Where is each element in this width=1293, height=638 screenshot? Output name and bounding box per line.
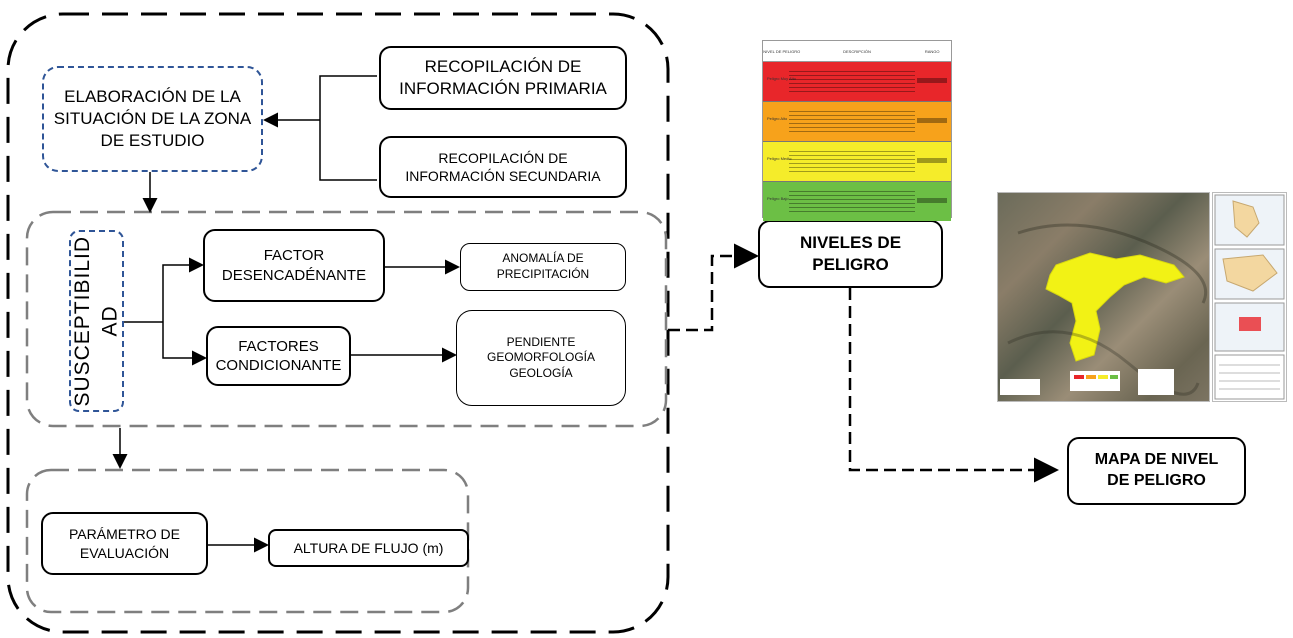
- factor-desencadenante-box: FACTOR DESENCADÉNANTE: [203, 229, 385, 302]
- hazard-table-row: Peligro Medio: [763, 142, 951, 182]
- hazard-level-label: Peligro Muy Alto: [767, 76, 796, 81]
- pendiente-label: PENDIENTE GEOMORFOLOGÍA GEOLOGÍA: [486, 334, 595, 380]
- anomalia-label: ANOMALÍA DE PRECIPITACIÓN: [496, 251, 590, 281]
- niveles-box: NIVELES DE PELIGRO: [758, 220, 943, 288]
- hazard-table-header-cell: RANGO: [924, 48, 940, 54]
- hazard-table-thumbnail: NIVEL DE PELIGRO DESCRIPCIÓN RANGO Pelig…: [762, 40, 952, 221]
- hazard-table-row: Peligro Alto: [763, 102, 951, 142]
- hazard-level-label: Peligro Medio: [767, 156, 792, 161]
- factor-desencadenante-label: FACTOR DESENCADÉNANTE: [221, 247, 367, 284]
- elaboracion-label: ELABORACIÓN DE LA SITUACIÓN DE LA ZONA D…: [53, 86, 252, 151]
- connector-frame-niveles: [668, 243, 759, 332]
- parametro-label: PARÁMETRO DE EVALUACIÓN: [69, 526, 180, 561]
- parametro-box: PARÁMETRO DE EVALUACIÓN: [41, 512, 208, 575]
- hazard-table-row: Peligro Bajo: [763, 182, 951, 221]
- hazard-level-label: Peligro Bajo: [767, 196, 789, 201]
- info-secundaria-label: RECOPILACIÓN DE INFORMACIÓN SECUNDARIA: [405, 149, 601, 184]
- niveles-label: NIVELES DE PELIGRO: [799, 232, 902, 274]
- hazard-table-row: Peligro Muy Alto: [763, 62, 951, 102]
- map-insets: [1214, 194, 1285, 400]
- hazard-zone-shape: [1000, 223, 1208, 396]
- hazard-table-header: NIVEL DE PELIGRO DESCRIPCIÓN RANGO: [763, 41, 951, 62]
- mapa-box: MAPA DE NIVEL DE PELIGRO: [1067, 437, 1246, 505]
- connector-susceptibilidad-branch: [124, 264, 203, 359]
- info-primaria-label: RECOPILACIÓN DE INFORMACIÓN PRIMARIA: [399, 56, 607, 98]
- hazard-table-header-cell: NIVEL DE PELIGRO: [763, 48, 801, 54]
- map-inset-panel: [1212, 192, 1287, 402]
- parameter-frame: [25, 468, 470, 614]
- info-secundaria-box: RECOPILACIÓN DE INFORMACIÓN SECUNDARIA: [379, 136, 627, 198]
- susceptibilidad-label: SUSCEPTIBILID AD: [71, 235, 122, 407]
- susceptibility-frame: [25, 210, 668, 428]
- connector-niveles-mapa: [848, 288, 1059, 483]
- factores-condicionante-label: FACTORES CONDICIONANTE: [215, 337, 342, 375]
- outer-frame: [6, 12, 670, 634]
- elaboracion-box: ELABORACIÓN DE LA SITUACIÓN DE LA ZONA D…: [42, 66, 263, 172]
- hazard-table-header-cell: DESCRIPCIÓN: [843, 48, 871, 54]
- anomalia-box: ANOMALÍA DE PRECIPITACIÓN: [460, 243, 626, 291]
- altura-box: ALTURA DE FLUJO (m): [268, 529, 469, 567]
- factores-condicionante-box: FACTORES CONDICIONANTE: [206, 326, 351, 386]
- pendiente-box: PENDIENTE GEOMORFOLOGÍA GEOLOGÍA: [456, 310, 626, 406]
- hazard-level-label: Peligro Alto: [767, 116, 788, 121]
- connector-recopilacion: [266, 75, 377, 181]
- susceptibilidad-box: SUSCEPTIBILID AD: [69, 230, 124, 412]
- altura-label: ALTURA DE FLUJO (m): [293, 539, 444, 556]
- hazard-map-thumbnail: [997, 192, 1210, 402]
- mapa-label: MAPA DE NIVEL DE PELIGRO: [1094, 451, 1219, 489]
- info-primaria-box: RECOPILACIÓN DE INFORMACIÓN PRIMARIA: [379, 46, 627, 110]
